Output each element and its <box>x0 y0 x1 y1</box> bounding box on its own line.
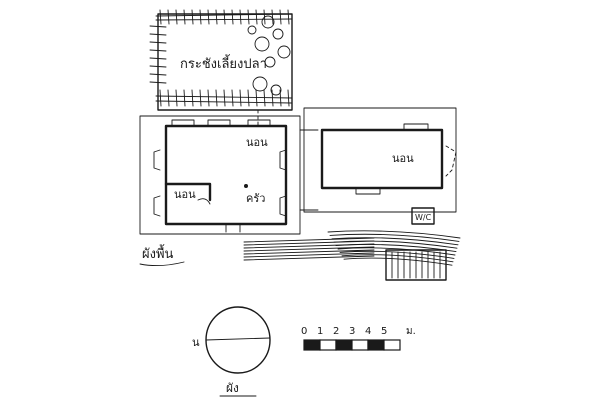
scale-tick-label: 1 <box>317 326 323 337</box>
right-bedroom-label: นอน <box>392 152 414 165</box>
scale-tick-label: 5 <box>381 326 387 337</box>
scale-tick-label: 3 <box>349 326 355 337</box>
main-house: นอน นอน ครัว <box>139 109 301 235</box>
small-bedroom-label: นอน <box>174 188 196 201</box>
north-label: น <box>192 336 200 349</box>
kitchen-label: ครัว <box>246 192 265 205</box>
scale-tick-label: 0 <box>301 326 307 337</box>
scale-tick-label: 2 <box>333 326 339 337</box>
scale-tick-label: 4 <box>365 326 371 337</box>
compass: น ผัง <box>192 306 271 397</box>
main-bedroom-label: นอน <box>246 136 268 149</box>
site-plan-caption: ผัง <box>226 381 239 395</box>
timber-pile <box>243 230 461 281</box>
fish-cage-label: กระชังเลี้ยงปลา <box>180 54 267 72</box>
floor-plan-caption: ผังพื้น <box>142 244 174 262</box>
fish-cage: กระชังเลี้ยงปลา <box>149 9 293 111</box>
right-house: นอน W/C <box>303 107 457 225</box>
bamboo-raft <box>385 249 447 281</box>
scale-unit: ม. <box>406 326 416 337</box>
wc-label: W/C <box>415 213 432 222</box>
walkway <box>299 129 319 211</box>
